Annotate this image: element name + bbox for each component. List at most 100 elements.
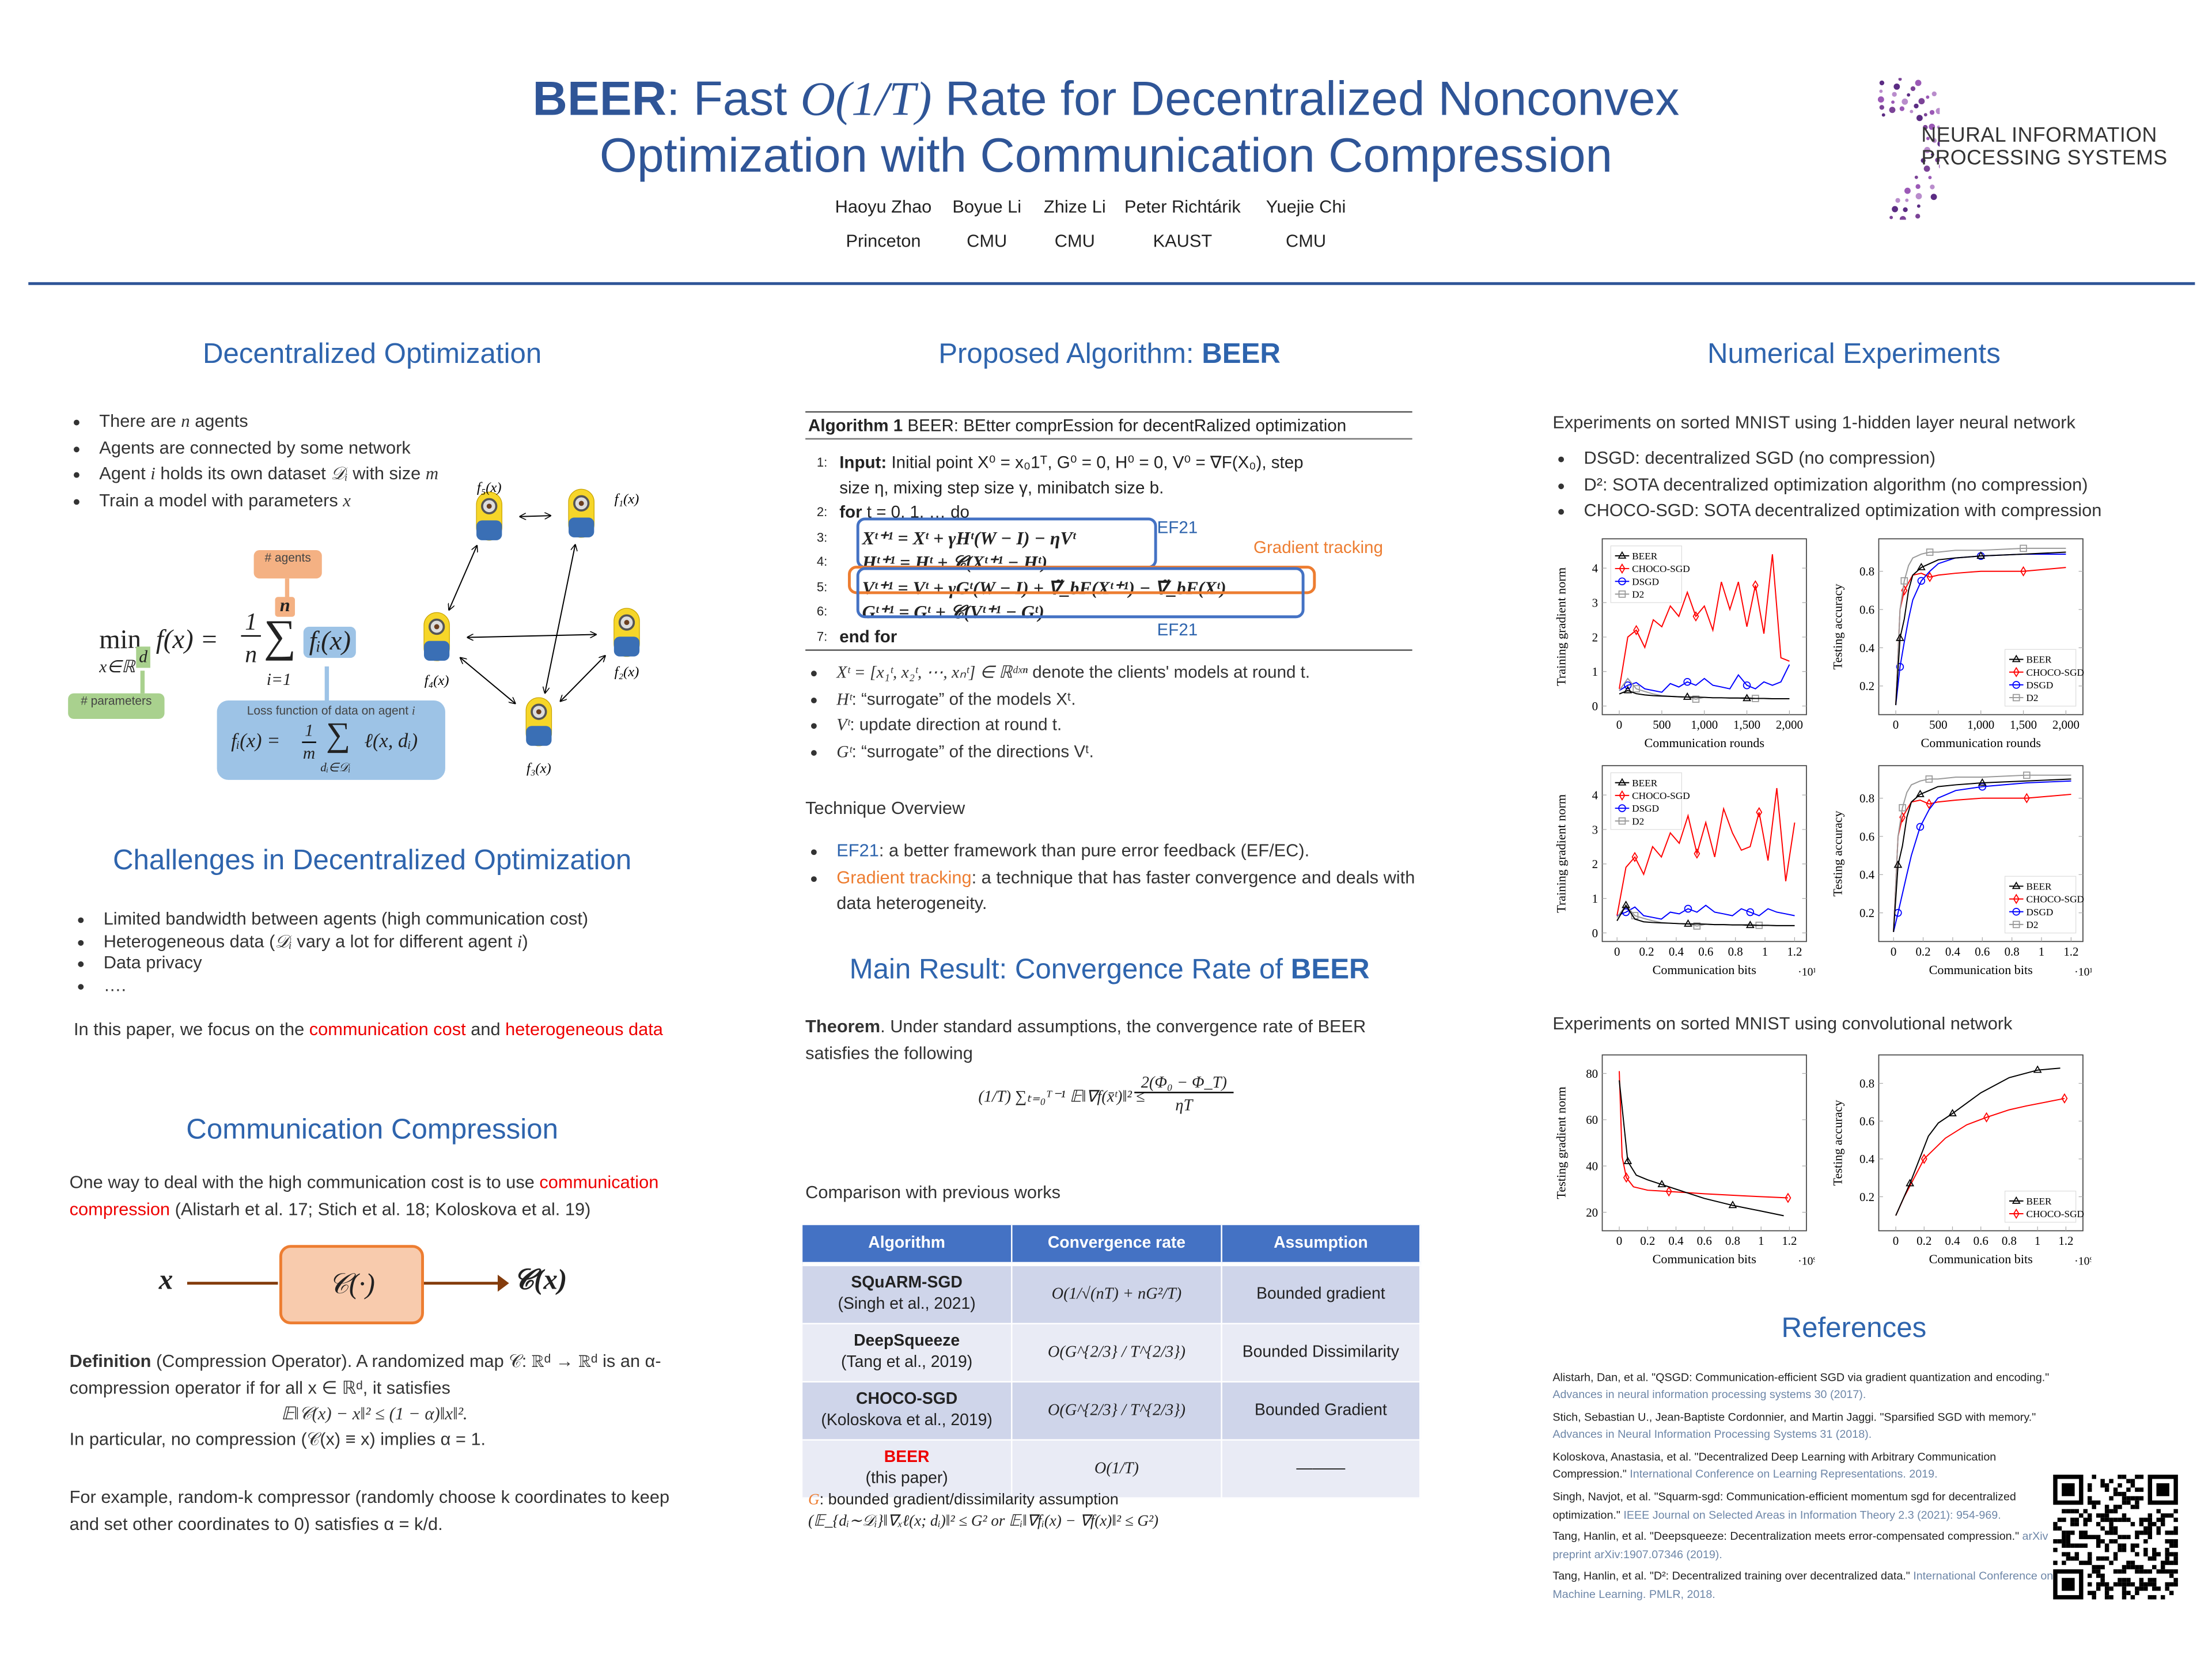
algorithm-line: 6:Gᵗ⁺¹ = Gᵗ + 𝒞(Vᵗ⁺¹ − Gᵗ): [816, 601, 1044, 623]
logo-dot: [1879, 89, 1883, 93]
logo-dot: [1892, 92, 1897, 97]
y-tick-label: 0.4: [1859, 868, 1875, 882]
data-point-marker: [1618, 817, 1626, 825]
logo-dot: [1926, 137, 1930, 141]
bullet-item: Limited bandwidth between agents (high c…: [98, 909, 694, 931]
x-tick-label: 0.4: [1945, 1234, 1960, 1248]
reference-venue-link[interactable]: IEEE Journal on Selected Areas in Inform…: [1623, 1508, 2001, 1521]
y-tick-label: 2: [1592, 630, 1598, 644]
x-tick-label: 0.2: [1916, 1234, 1931, 1248]
logo-dot: [1879, 80, 1885, 86]
diagram-input-x: x: [158, 1264, 173, 1296]
y-tick-label: 0.6: [1859, 1115, 1874, 1128]
y-tick-label: 4: [1592, 562, 1599, 575]
author-name: Yuejie Chi: [1266, 197, 1346, 217]
x-axis-label: Communication bits: [1929, 1252, 2033, 1266]
author-affiliation: CMU: [1054, 231, 1095, 251]
table-header: Assumption: [1221, 1225, 1421, 1267]
data-point-marker: [1623, 1172, 1630, 1183]
series-beer: [1619, 685, 1790, 702]
series-line: [1895, 1097, 2065, 1216]
legend-label: BEER: [1632, 778, 1658, 789]
data-point-marker: [2013, 1208, 2020, 1219]
reference-venue-link[interactable]: Advances in Neural Information Processin…: [1552, 1428, 1872, 1441]
logo-dot: [1937, 141, 1940, 147]
table-header: Convergence rate: [1012, 1225, 1222, 1267]
data-point-marker: [1692, 611, 1699, 622]
data-point-marker: [1746, 908, 1755, 916]
y-tick-label: 0.8: [1859, 565, 1874, 578]
data-point-marker: [1925, 775, 1933, 783]
logo-dot: [1926, 95, 1930, 99]
minion-agent-icon: [525, 697, 552, 747]
data-point-marker: [1683, 692, 1692, 700]
x-tick-label: 2,000: [2052, 718, 2080, 732]
data-point-marker: [2061, 1093, 2068, 1104]
data-point-marker: [1978, 778, 1987, 786]
formula-min: min: [99, 625, 142, 656]
data-point-marker: [2012, 907, 2021, 916]
poster-title-line1: BEER: Fast O(1/T) Rate for Decentralized…: [0, 71, 2212, 129]
legend-label: CHOCO-SGD: [2026, 667, 2084, 678]
loss-title: Loss function of data on agent: [247, 703, 412, 718]
reference-venue-link[interactable]: International Conference on Learning Rep…: [1630, 1468, 1938, 1481]
logo-dot: [1889, 215, 1893, 219]
x-tick-label: 0.4: [1668, 1234, 1684, 1248]
y-tick-label: 4: [1592, 788, 1599, 802]
y-tick-label: 2: [1592, 857, 1598, 871]
legend-label: CHOCO-SGD: [1632, 563, 1690, 574]
bullet-item: Hᵗ: “surrogate” of the models Xᵗ.: [831, 685, 1440, 712]
loss-lhs: fᵢ(x) =: [231, 732, 281, 753]
reference-venue-link[interactable]: Advances in neural information processin…: [1552, 1388, 1866, 1402]
title-math: O(1/T): [800, 73, 932, 127]
logo-dot: [1931, 91, 1937, 97]
diagram-output: 𝒞(x): [513, 1264, 567, 1296]
random-k-example: For example, random-k compressor (random…: [69, 1487, 670, 1534]
logo-dot: [1921, 158, 1926, 163]
logo-dot: [1915, 214, 1921, 219]
sum-bottom: i=1: [266, 669, 291, 690]
compression-intro: One way to deal with the high communicat…: [69, 1172, 659, 1219]
logo-line2: PROCESSING SYSTEMS: [1921, 147, 2168, 171]
table-row: SQuARM-SGD(Singh et al., 2021) O(1/√(nT)…: [802, 1264, 1421, 1325]
section-heading-references: References: [1781, 1313, 1927, 1344]
data-point-marker: [1618, 804, 1626, 812]
challenges-bullets: Limited bandwidth between agents (high c…: [73, 909, 694, 997]
logo-dot: [1916, 115, 1923, 122]
reference-item: Tang, Hanlin, et al. "Deepsqueeze: Decen…: [1552, 1530, 2048, 1561]
data-point-marker: [1624, 681, 1632, 690]
data-point-marker: [1916, 789, 1925, 797]
logo-dot: [1904, 187, 1911, 194]
agent-network-graph: f₅(x)f₁(x)f₄(x)f₂(x)f₃(x): [423, 480, 640, 777]
definition-special-case: In particular, no compression (𝒞(x) ≡ x)…: [69, 1429, 486, 1449]
legend-label: BEER: [2026, 881, 2052, 892]
bullet-item: Data privacy: [98, 953, 694, 975]
technique-title: Technique Overview: [805, 798, 965, 819]
reference-venue-link[interactable]: arXiv preprint arXiv:1907.07346 (2019).: [1552, 1530, 2048, 1561]
series-line: [1619, 664, 1790, 693]
gradient-tracking-label: Gradient tracking: [1253, 537, 1383, 558]
comparison-title: Comparison with previous works: [805, 1182, 1061, 1203]
reference-venue-link[interactable]: International Conference on Machine Lear…: [1552, 1570, 2054, 1601]
qr-code-icon[interactable]: [2052, 1474, 2180, 1600]
x-axis-label: Communication rounds: [1644, 736, 1764, 750]
y-tick-label: 0.4: [1859, 641, 1875, 655]
formula-fi: fᵢ(x): [303, 626, 357, 658]
legend-label: D2: [2026, 919, 2038, 930]
logo-dot: [1915, 79, 1922, 86]
table-row: DeepSqueeze(Tang et al., 2019) O(G^{2/3}…: [802, 1323, 1421, 1382]
series-choco-sgd: [1619, 554, 1790, 689]
legend-label: DSGD: [1632, 576, 1659, 587]
x-tick-label: 0.4: [1945, 945, 1961, 959]
y-tick-label: 1: [1592, 665, 1598, 679]
bullet-item: Heterogeneous data (𝒟ᵢ vary a lot for di…: [98, 931, 694, 953]
x-tick-label: 1,500: [1733, 718, 1760, 732]
author-affiliation: CMU: [1286, 231, 1327, 251]
data-point-marker: [1743, 681, 1751, 690]
x-tick-label: 0.8: [1725, 1234, 1740, 1248]
header-divider: [28, 282, 2195, 285]
